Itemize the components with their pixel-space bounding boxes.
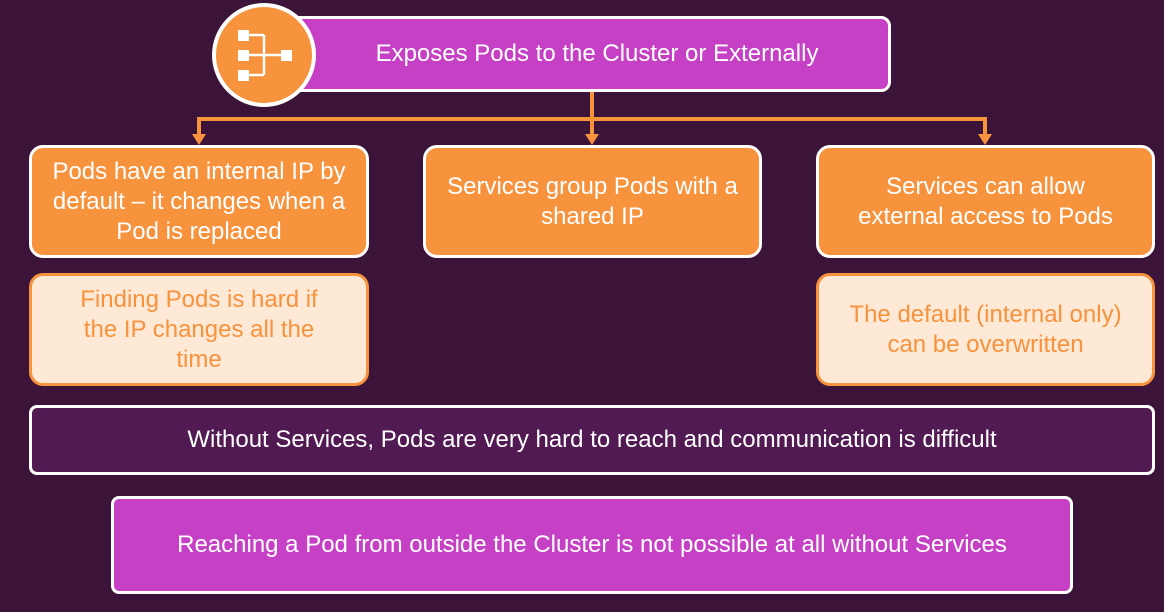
summary-text: Without Services, Pods are very hard to … bbox=[187, 426, 997, 453]
conclusion-band: Reaching a Pod from outside the Cluster … bbox=[111, 496, 1073, 594]
service-topology-icon bbox=[212, 3, 316, 107]
default-overwritten-text: The default (internal only) can be overw… bbox=[849, 300, 1122, 358]
finding-pods-text: Finding Pods is hard if the IP changes a… bbox=[80, 285, 318, 373]
default-overwritten-note: The default (internal only) can be overw… bbox=[816, 273, 1155, 386]
external-access-box: Services can allow external access to Po… bbox=[816, 145, 1155, 258]
finding-pods-note: Finding Pods is hard if the IP changes a… bbox=[29, 273, 369, 386]
conclusion-text: Reaching a Pod from outside the Cluster … bbox=[177, 531, 1007, 558]
header-title: Exposes Pods to the Cluster or Externall… bbox=[375, 40, 819, 67]
header-title-box: Exposes Pods to the Cluster or Externall… bbox=[283, 16, 891, 92]
shared-ip-text: Services group Pods with a shared IP bbox=[447, 172, 738, 230]
summary-band: Without Services, Pods are very hard to … bbox=[29, 405, 1155, 475]
shared-ip-box: Services group Pods with a shared IP bbox=[423, 145, 762, 258]
external-access-text: Services can allow external access to Po… bbox=[858, 172, 1113, 230]
internal-ip-text: Pods have an internal IP by default – it… bbox=[52, 157, 346, 245]
internal-ip-box: Pods have an internal IP by default – it… bbox=[29, 145, 369, 258]
